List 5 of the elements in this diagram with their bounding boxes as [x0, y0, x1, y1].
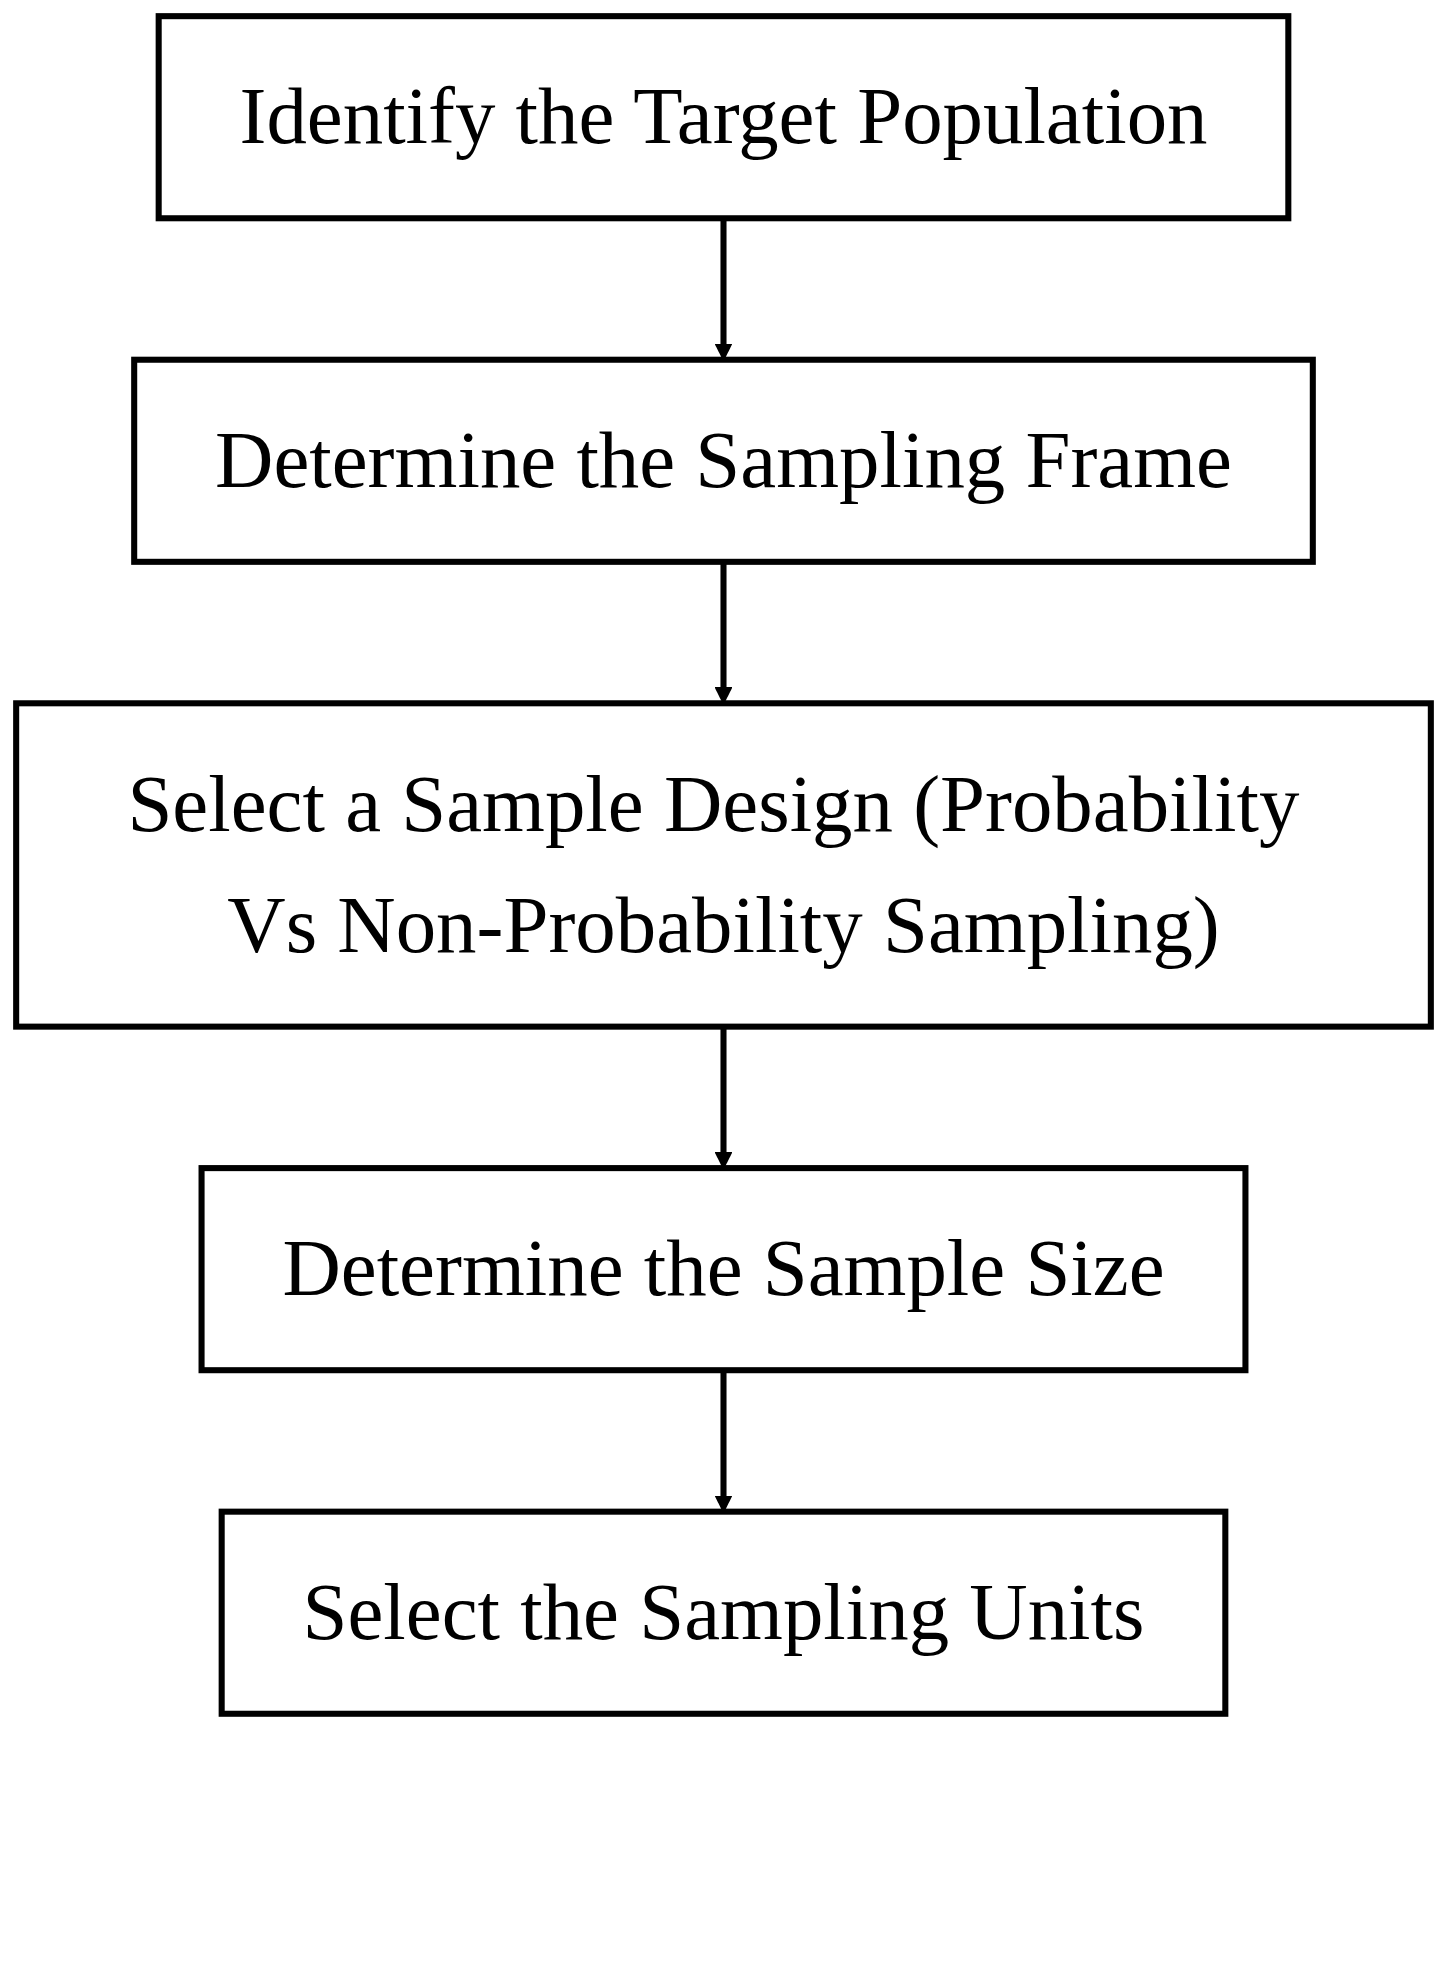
node-box: Select the Sampling Units — [218, 1508, 1229, 1717]
node-box: Determine the Sampling Frame — [131, 356, 1316, 565]
node-box: Select a Sample Design (Probability Vs Non-Probability Sampling) — [13, 700, 1434, 1030]
node-box: Determine the Sample Size — [198, 1165, 1249, 1374]
node-box: Identify the Target Population — [155, 13, 1292, 222]
